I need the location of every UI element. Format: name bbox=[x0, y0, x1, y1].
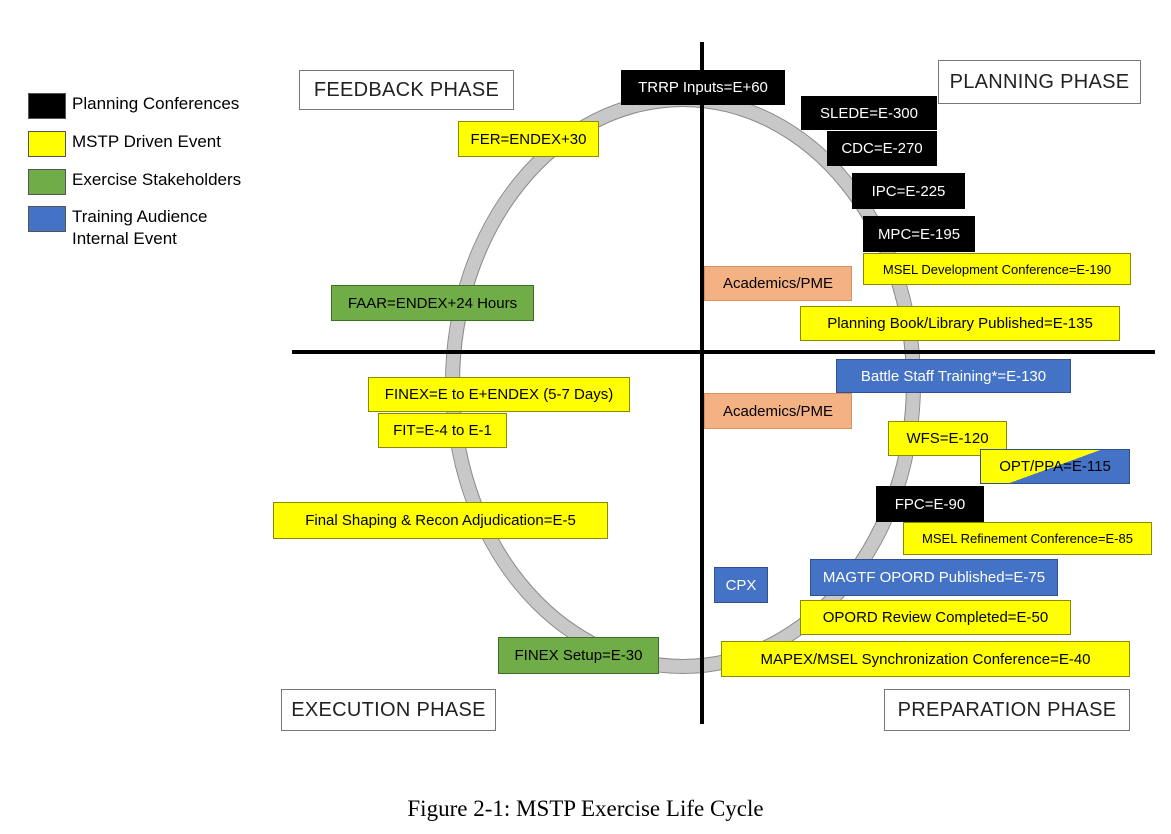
mapex-msel-synchronization-event: MAPEX/MSEL Synchronization Conference=E-… bbox=[721, 641, 1130, 677]
legend-label: Training Audience Internal Event bbox=[72, 207, 208, 248]
horizontal-axis bbox=[292, 350, 1155, 354]
legend-label: Planning Conferences bbox=[72, 94, 240, 113]
msel-refinement-conference-event: MSEL Refinement Conference=E-85 bbox=[903, 522, 1152, 555]
battle-staff-training-event: Battle Staff Training*=E-130 bbox=[836, 359, 1071, 393]
ipc-event: IPC=E-225 bbox=[852, 173, 965, 209]
legend-item-exercise-stakeholders: Exercise Stakeholders bbox=[28, 169, 241, 195]
trrp-inputs-event: TRRP Inputs=E+60 bbox=[621, 70, 785, 105]
fpc-event: FPC=E-90 bbox=[876, 486, 984, 522]
execution-phase-label: EXECUTION PHASE bbox=[281, 689, 496, 731]
preparation-phase-label: PREPARATION PHASE bbox=[884, 689, 1130, 731]
academics-pme-top-event: Academics/PME bbox=[704, 266, 852, 301]
finex-setup-event: FINEX Setup=E-30 bbox=[498, 637, 659, 674]
legend-label: Exercise Stakeholders bbox=[72, 170, 242, 189]
cpx-event: CPX bbox=[714, 567, 768, 603]
opt-ppa-event: OPT/PPA=E-115 bbox=[980, 449, 1130, 484]
legend-swatch-black bbox=[28, 93, 66, 119]
legend-item-training-audience: Training Audience Internal Event bbox=[28, 206, 242, 250]
figure-caption: Figure 2-1: MSTP Exercise Life Cycle bbox=[407, 796, 764, 821]
vertical-axis bbox=[700, 42, 704, 724]
legend-label: MSTP Driven Event bbox=[72, 132, 221, 151]
planning-book-published-event: Planning Book/Library Published=E-135 bbox=[800, 306, 1120, 341]
legend-swatch-yellow bbox=[28, 131, 66, 157]
legend-swatch-blue bbox=[28, 206, 66, 232]
legend-swatch-green bbox=[28, 169, 66, 195]
msel-development-conference-event: MSEL Development Conference=E-190 bbox=[863, 253, 1131, 285]
legend-item-mstp-driven-event: MSTP Driven Event bbox=[28, 131, 221, 157]
finex-event: FINEX=E to E+ENDEX (5-7 Days) bbox=[368, 377, 630, 412]
fit-event: FIT=E-4 to E-1 bbox=[378, 413, 507, 448]
cdc-event: CDC=E-270 bbox=[827, 131, 937, 166]
academics-pme-bottom-event: Academics/PME bbox=[704, 393, 852, 429]
faar-event: FAAR=ENDEX+24 Hours bbox=[331, 285, 534, 321]
legend-item-planning-conferences: Planning Conferences bbox=[28, 93, 239, 119]
planning-phase-label: PLANNING PHASE bbox=[938, 60, 1141, 104]
feedback-phase-label: FEEDBACK PHASE bbox=[299, 70, 514, 110]
opord-review-completed-event: OPORD Review Completed=E-50 bbox=[800, 600, 1071, 635]
fer-event: FER=ENDEX+30 bbox=[458, 121, 599, 157]
slede-event: SLEDE=E-300 bbox=[801, 96, 937, 130]
mpc-event: MPC=E-195 bbox=[863, 216, 975, 252]
magtf-opord-published-event: MAGTF OPORD Published=E-75 bbox=[810, 559, 1058, 596]
final-shaping-recon-adjudication-event: Final Shaping & Recon Adjudication=E-5 bbox=[273, 502, 608, 539]
